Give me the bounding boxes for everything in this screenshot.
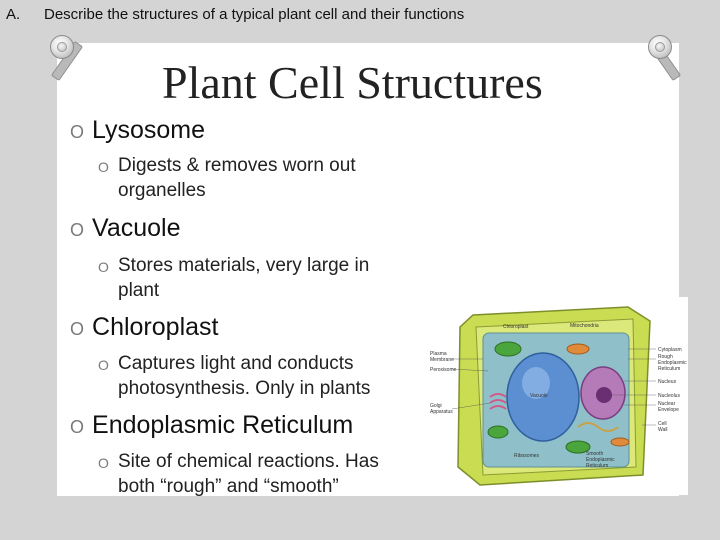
grommet-left-icon <box>50 35 74 59</box>
er-shape <box>577 422 619 432</box>
sub-bullet-o-icon: O <box>98 455 109 471</box>
bullet-endoplasmic-reticulum: O Endoplasmic Reticulum <box>70 411 353 440</box>
label-nuclear-envelope-1: Nuclear <box>658 401 676 407</box>
label-plasma-membrane-2: Membrane <box>430 357 454 363</box>
label-peroxisome: Peroxisome <box>430 367 457 373</box>
sub-bullet-line: Site of chemical reactions. Has <box>118 451 379 472</box>
sub-bullet-line: organelles <box>118 180 206 201</box>
bullet-lysosome: O Lysosome <box>70 116 205 145</box>
chloroplast-shape <box>494 341 522 357</box>
sub-bullet-o-icon: O <box>98 357 109 373</box>
sub-bullet-line: plant <box>118 280 160 301</box>
bullet-o-icon: O <box>70 417 85 437</box>
label-ribosomes: Ribosomes <box>514 453 540 459</box>
label-golgi-2: Apparatus <box>430 409 453 415</box>
nucleolus-shape <box>596 387 612 403</box>
grommet-right-icon <box>648 35 672 59</box>
sub-bullet-line: Digests & removes worn out <box>118 155 356 176</box>
mitochondria-shape <box>566 343 590 355</box>
sub-bullet-vacuole: O Stores materials, very large in plant <box>98 253 369 303</box>
bullet-chloroplast: O Chloroplast <box>70 313 218 342</box>
sub-bullet-endoplasmic-reticulum: O Site of chemical reactions. Has both “… <box>98 449 379 499</box>
label-mitochondria: Mitochondria <box>570 323 599 329</box>
sub-bullet-chloroplast: O Captures light and conducts photosynth… <box>98 351 370 401</box>
sub-bullet-o-icon: O <box>98 259 109 275</box>
label-smooth-er-2: Endoplasmic <box>586 457 615 463</box>
bullet-term: Vacuole <box>92 214 181 242</box>
label-cell-wall-2: Wall <box>658 427 668 433</box>
chloroplast-shape <box>487 425 509 439</box>
sub-bullet-lysosome: O Digests & removes worn out organelles <box>98 153 356 203</box>
plant-cell-diagram: Chloroplast Mitochondria Plasma Membrane… <box>428 297 688 495</box>
label-nuclear-envelope-2: Envelope <box>658 407 679 413</box>
label-smooth-er-3: Reticulum <box>586 463 608 469</box>
label-nucleus: Nucleus <box>658 379 677 385</box>
bullet-vacuole: O Vacuole <box>70 214 181 243</box>
bullet-o-icon: O <box>70 220 85 240</box>
label-plasma-membrane-1: Plasma <box>430 351 447 357</box>
bullet-term: Lysosome <box>92 116 206 144</box>
chloroplast-shape <box>565 440 591 454</box>
header-text: Describe the structures of a typical pla… <box>44 6 465 23</box>
sub-bullet-line: Stores materials, very large in <box>118 255 370 276</box>
sub-bullet-line: photosynthesis. Only in plants <box>118 378 371 399</box>
label-chloroplast: Chloroplast <box>503 324 529 330</box>
bullet-o-icon: O <box>70 319 85 339</box>
sub-bullet-line: Captures light and conducts <box>118 353 354 374</box>
label-cytoplasm: Cytoplasm <box>658 347 682 353</box>
bullet-o-icon: O <box>70 122 85 142</box>
label-nucleolus: Nucleolus <box>658 393 680 399</box>
label-smooth-er-1: Smooth <box>586 451 603 457</box>
sub-bullet-o-icon: O <box>98 159 109 175</box>
label-cell-wall-1: Cell <box>658 421 667 427</box>
label-vacuole: Vacuole <box>530 393 548 399</box>
mitochondria-shape <box>610 437 630 447</box>
label-rough-er-2: Endoplasmic <box>658 360 687 366</box>
slide-header: A. Describe the structures of a typical p… <box>6 6 464 23</box>
bullet-term: Endoplasmic Reticulum <box>92 411 354 439</box>
golgi-shape <box>489 393 507 410</box>
label-golgi-1: Golgi <box>430 403 442 409</box>
label-rough-er-3: Reticulum <box>658 366 680 372</box>
label-rough-er-1: Rough <box>658 354 673 360</box>
bullet-term: Chloroplast <box>92 313 219 341</box>
header-number: A. <box>6 6 21 23</box>
slide-title: Plant Cell Structures <box>162 57 543 108</box>
sub-bullet-line: both “rough” and “smooth” <box>118 476 339 497</box>
